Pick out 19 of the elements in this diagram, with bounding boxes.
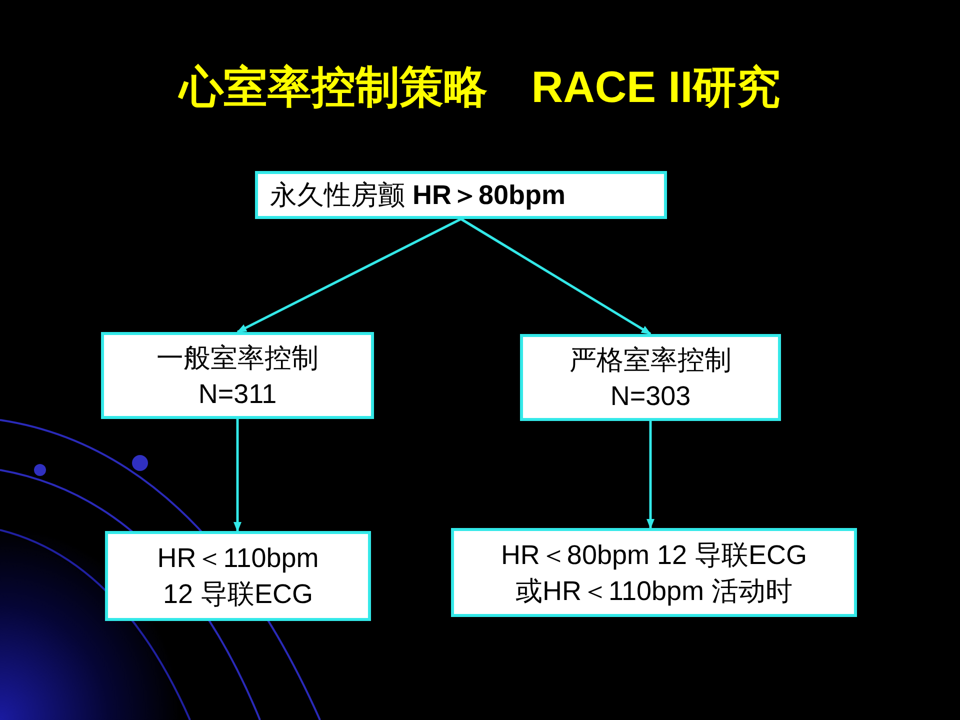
box-text: 12 导联ECG <box>162 578 314 611</box>
box-text: 一般室率控制 <box>156 342 318 374</box>
process-box <box>105 531 371 621</box>
process-box <box>451 528 857 617</box>
process-box <box>101 332 374 419</box>
box-text: 或HR＜110bpm 活动时 <box>515 574 793 608</box>
box-text: 严格室率控制 <box>570 344 732 376</box>
box-text: N=311 <box>198 378 277 410</box>
box-text: N=303 <box>610 380 691 412</box>
process-box <box>520 334 781 421</box>
arrow <box>234 419 242 532</box>
box-text: HR＜80bpm 12 导联ECG <box>500 538 808 572</box>
arrow <box>460 218 652 336</box>
box-text: HR＜110bpm <box>157 542 319 575</box>
arrow <box>646 421 654 529</box>
arrow <box>236 218 462 334</box>
box-text: 永久性房颤 HR＞80bpm <box>270 179 566 212</box>
process-box <box>255 171 667 219</box>
slide-title: 心室率控制策略 RACE II研究 <box>179 62 781 114</box>
